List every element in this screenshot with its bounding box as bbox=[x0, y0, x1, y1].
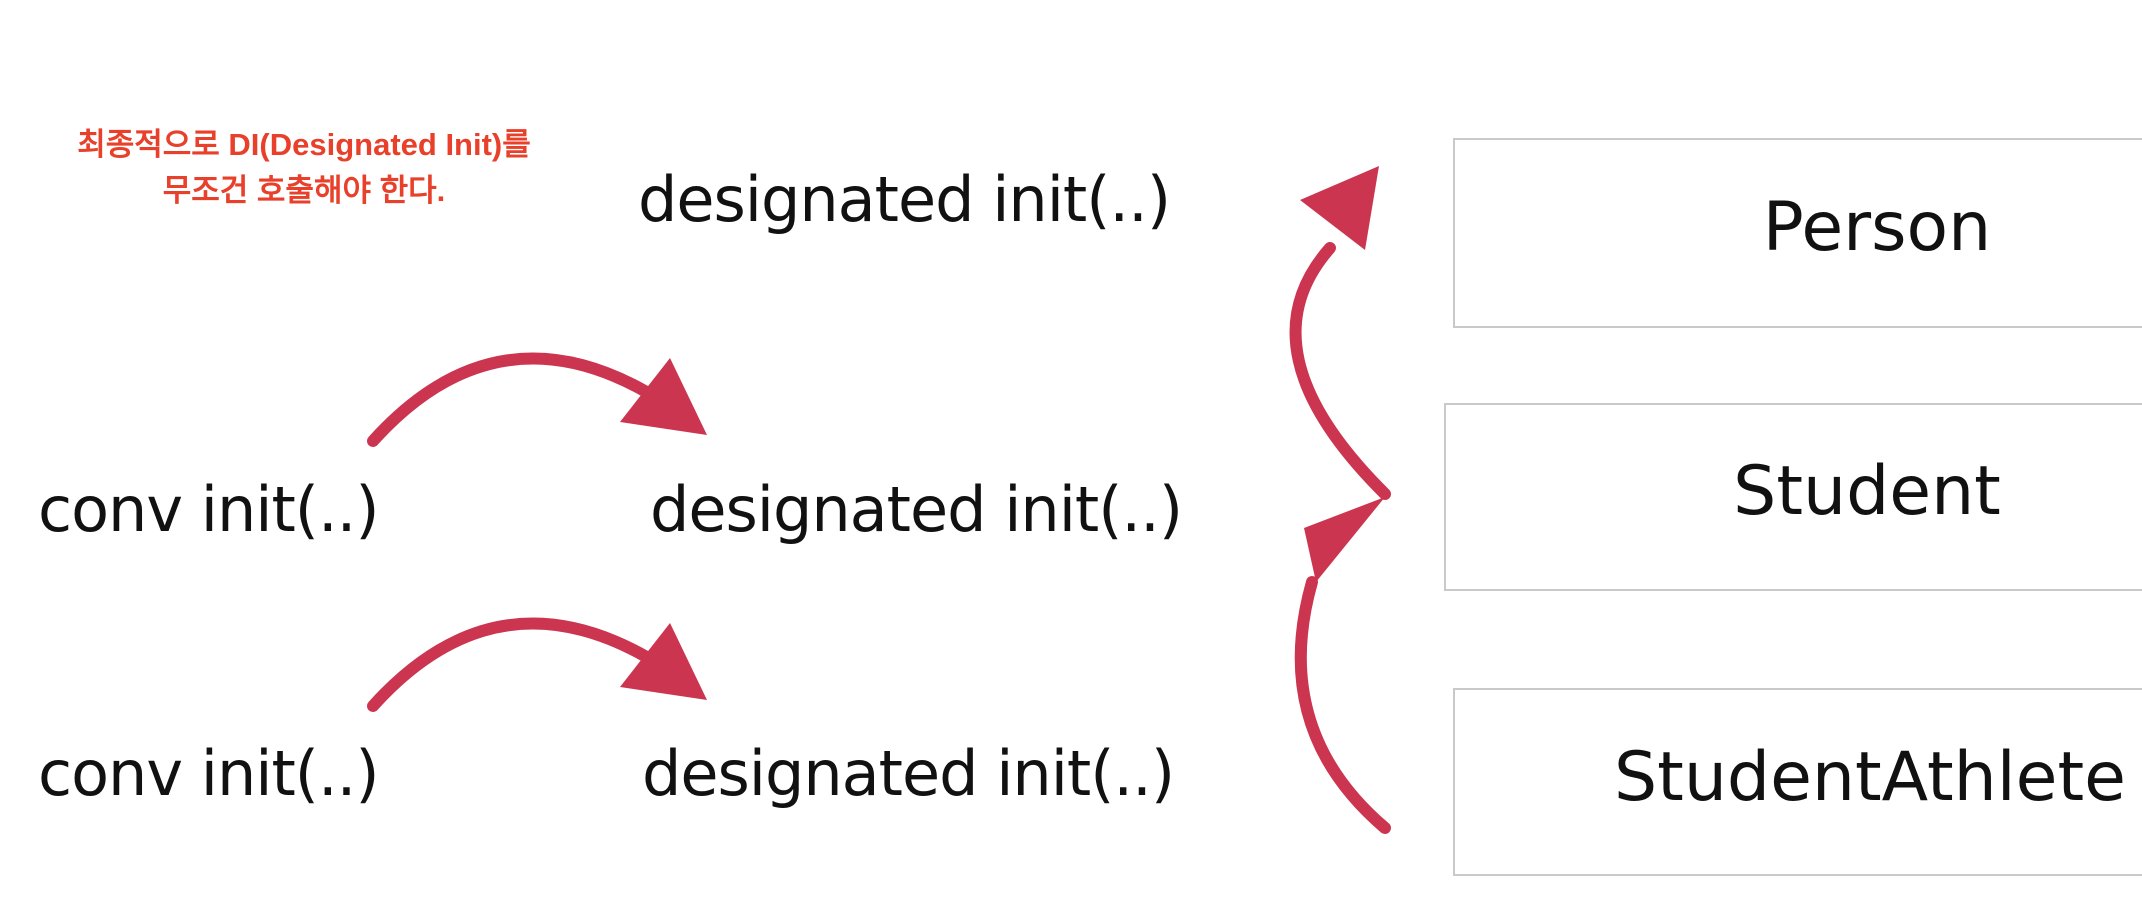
designated-init-middle-label: designated init(..) bbox=[650, 473, 1183, 546]
student-class-box bbox=[1444, 403, 2142, 591]
designated-init-bottom-label: designated init(..) bbox=[642, 737, 1175, 810]
arrow-head-middle bbox=[620, 358, 707, 435]
arrow-student-to-person bbox=[1289, 242, 1391, 500]
designated-init-top-label: designated init(..) bbox=[638, 163, 1171, 236]
arrow-student-athlete-to-student bbox=[1294, 576, 1391, 834]
student-class-label: Student bbox=[1733, 452, 2001, 531]
student-athlete-class-box bbox=[1453, 688, 2142, 876]
annotation-line-1: 최종적으로 DI(Designated Init)를 bbox=[77, 127, 531, 162]
arrow-head-student bbox=[1304, 497, 1385, 582]
person-class-label: Person bbox=[1762, 188, 1992, 267]
person-class-box bbox=[1453, 138, 2142, 328]
conv-init-bottom-label: conv init(..) bbox=[38, 737, 380, 810]
arrow-head-bottom bbox=[620, 623, 707, 700]
student-athlete-class-label: StudentAthlete bbox=[1614, 738, 2126, 817]
annotation-line-2: 무조건 호출해야 한다. bbox=[162, 173, 446, 208]
annotation-note: 최종적으로 DI(Designated Init)를 무조건 호출해야 한다. bbox=[20, 122, 588, 214]
arrow-conv-to-designated-bottom bbox=[367, 617, 666, 712]
arrow-head-person bbox=[1300, 166, 1379, 250]
conv-init-middle-label: conv init(..) bbox=[38, 473, 380, 546]
arrow-conv-to-designated-middle bbox=[367, 352, 666, 447]
